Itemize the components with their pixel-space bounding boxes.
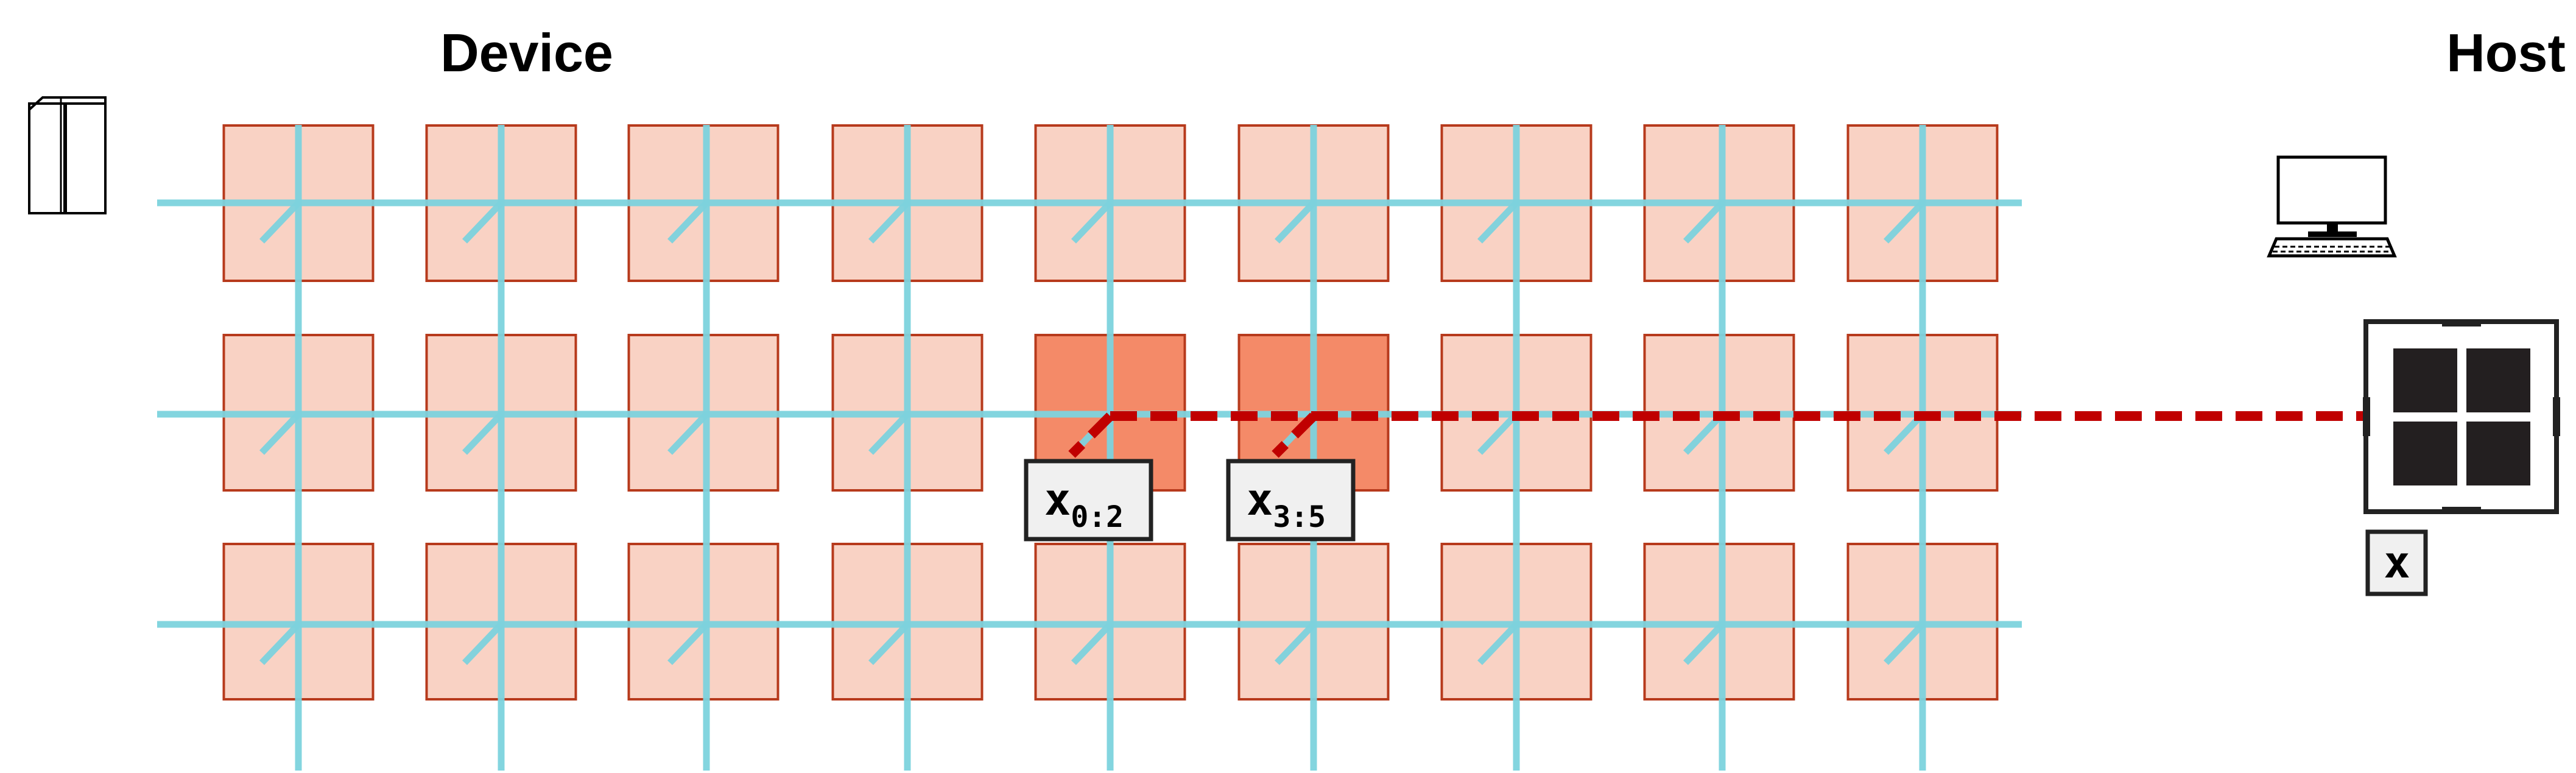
interconnect-stub [1683, 200, 1725, 244]
interconnect-stub [1275, 200, 1316, 244]
host-tag-label: x [2384, 537, 2410, 588]
interconnect-stub [1477, 412, 1519, 455]
interconnect-stub [462, 622, 504, 665]
interconnect-stub [868, 200, 910, 244]
interconnect-stub [667, 622, 709, 665]
interconnect-stub [1071, 622, 1113, 665]
interconnect-stub [462, 200, 504, 244]
interconnect-stub [1683, 622, 1725, 665]
interconnect-stub [1071, 200, 1113, 244]
interconnect-stub [462, 412, 504, 455]
interconnect-stub [1477, 200, 1519, 244]
host-tag: x [2365, 529, 2428, 596]
interconnect-stub [1884, 200, 1925, 244]
transfer-path [1068, 411, 2363, 458]
interconnect-stub [1275, 622, 1316, 665]
interconnect-stub [868, 412, 910, 455]
transfer-path-branch-0 [1068, 412, 1114, 458]
host-label: Host [2446, 23, 2566, 83]
interconnect-stub [667, 412, 709, 455]
interconnect-stub [259, 622, 301, 665]
device-label: Device [440, 23, 613, 83]
shard-tag-1: x3:5 [1226, 459, 1356, 542]
interconnect-mesh [157, 125, 2022, 771]
shard-tag-0: x0:2 [1024, 459, 1153, 542]
chip-icon [2363, 319, 2560, 514]
interconnect-stub [1884, 622, 1925, 665]
shard-tag-0-sub: 0:2 [1071, 500, 1124, 534]
interconnect-stub [1477, 622, 1519, 665]
desktop-computer-icon [2267, 155, 2397, 258]
shard-tag-1-sub: 3:5 [1273, 500, 1326, 534]
transfer-path-branch-1 [1272, 412, 1317, 458]
interconnect-stub [667, 200, 709, 244]
shard-tag-1-main: x [1247, 474, 1273, 525]
shard-tag-0-main: x [1044, 474, 1071, 525]
interconnect-stub [259, 200, 301, 244]
svg-text:x3:5: x3:5 [1247, 474, 1326, 534]
interconnect-stub [259, 412, 301, 455]
svg-text:x0:2: x0:2 [1044, 474, 1124, 534]
server-icon [28, 96, 107, 214]
interconnect-stub [868, 622, 910, 665]
